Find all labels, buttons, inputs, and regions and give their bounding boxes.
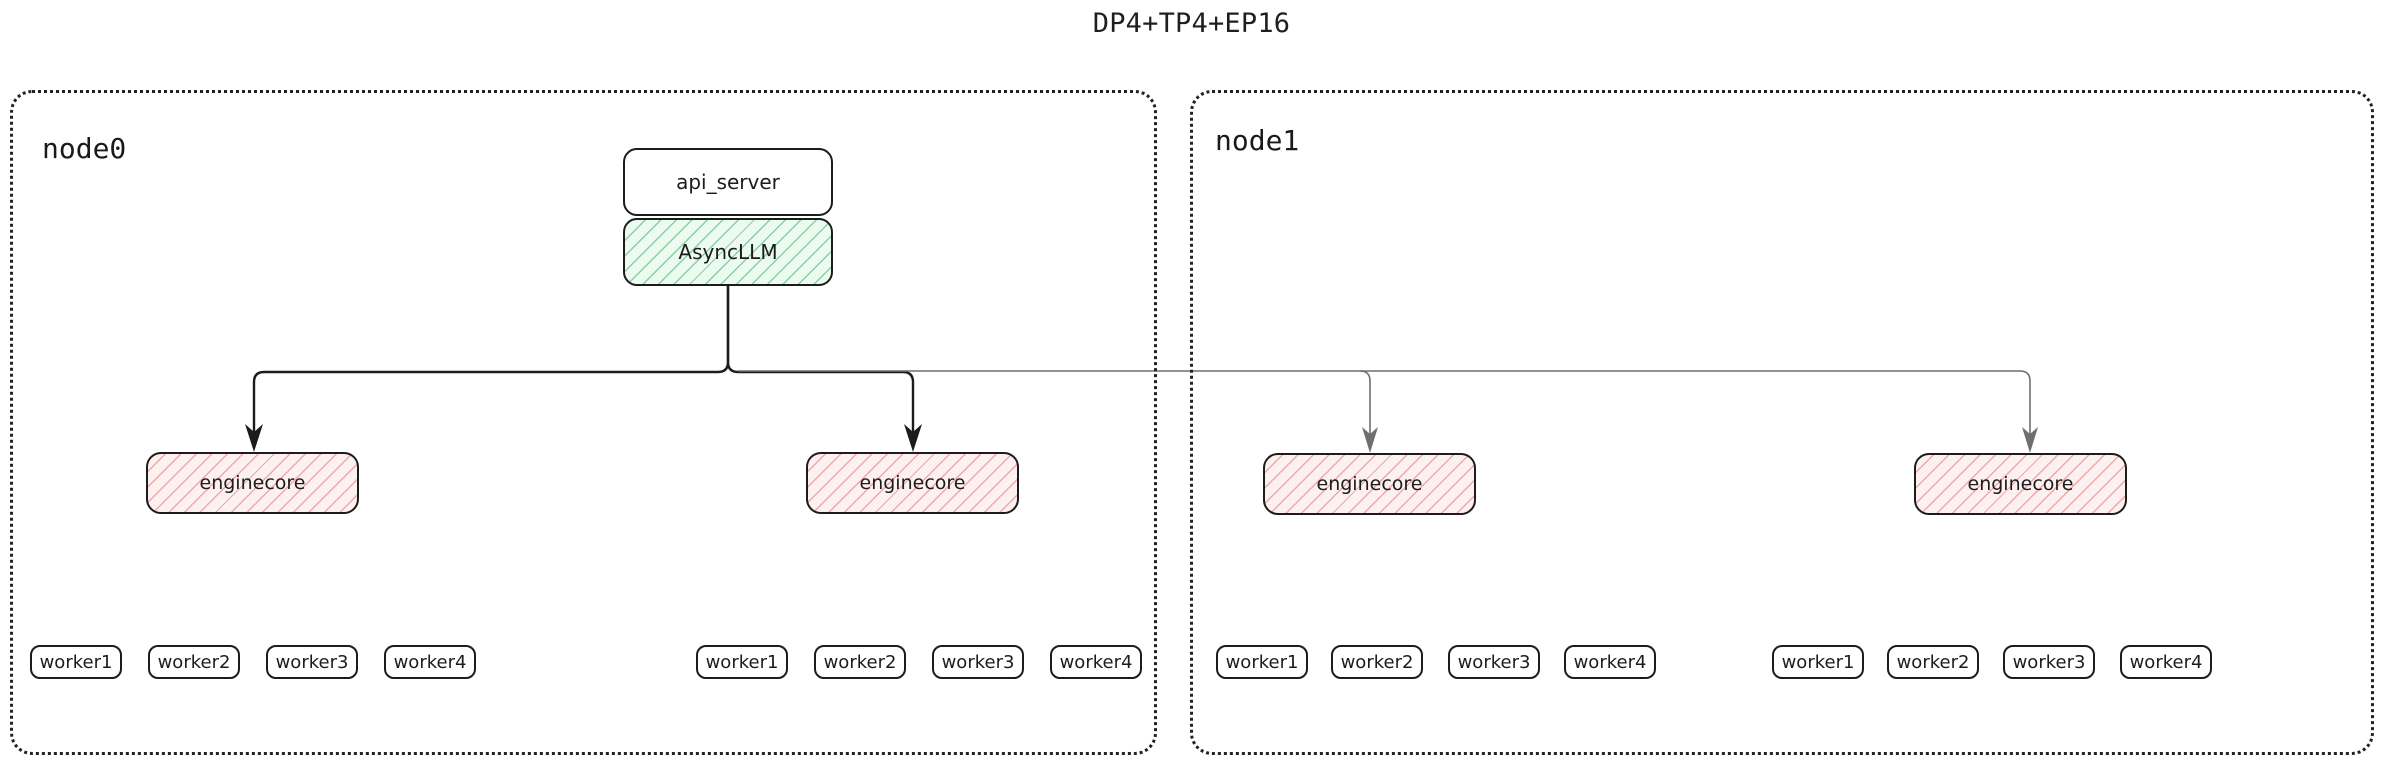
- worker-label: worker2: [1896, 651, 1970, 673]
- node-label-node1: node1: [1215, 124, 1300, 157]
- worker-box-node0-1-0[interactable]: worker1: [696, 645, 788, 679]
- worker-box-node0-0-0[interactable]: worker1: [30, 645, 122, 679]
- worker-label: worker4: [393, 651, 467, 673]
- worker-box-node1-0-1[interactable]: worker2: [1331, 645, 1423, 679]
- worker-label: worker1: [39, 651, 113, 673]
- worker-label: worker2: [823, 651, 897, 673]
- worker-label: worker3: [941, 651, 1015, 673]
- worker-label: worker3: [2012, 651, 2086, 673]
- worker-label: worker4: [1059, 651, 1133, 673]
- worker-box-node0-0-1[interactable]: worker2: [148, 645, 240, 679]
- enginecore-box-node1-1[interactable]: enginecore: [1914, 453, 2127, 515]
- worker-box-node1-1-2[interactable]: worker3: [2003, 645, 2095, 679]
- worker-label: worker3: [275, 651, 349, 673]
- enginecore-box-node0-0[interactable]: enginecore: [146, 452, 359, 514]
- asyncllm-box[interactable]: AsyncLLM: [623, 218, 833, 286]
- enginecore-label: enginecore: [1967, 473, 2074, 495]
- enginecore-label: enginecore: [859, 472, 966, 494]
- enginecore-label: enginecore: [1316, 473, 1423, 495]
- worker-label: worker1: [1225, 651, 1299, 673]
- worker-label: worker1: [705, 651, 779, 673]
- worker-box-node1-0-0[interactable]: worker1: [1216, 645, 1308, 679]
- worker-box-node0-1-1[interactable]: worker2: [814, 645, 906, 679]
- worker-box-node1-1-3[interactable]: worker4: [2120, 645, 2212, 679]
- enginecore-box-node1-0[interactable]: enginecore: [1263, 453, 1476, 515]
- enginecore-label: enginecore: [199, 472, 306, 494]
- node-container-node1: [1190, 90, 2374, 755]
- worker-box-node1-0-2[interactable]: worker3: [1448, 645, 1540, 679]
- worker-label: worker2: [1340, 651, 1414, 673]
- worker-label: worker2: [157, 651, 231, 673]
- worker-label: worker1: [1781, 651, 1855, 673]
- asyncllm-label: AsyncLLM: [678, 240, 778, 264]
- worker-label: worker3: [1457, 651, 1531, 673]
- worker-box-node0-0-3[interactable]: worker4: [384, 645, 476, 679]
- enginecore-box-node0-1[interactable]: enginecore: [806, 452, 1019, 514]
- page-title: DP4+TP4+EP16: [1092, 8, 1291, 39]
- api-server-box[interactable]: api_server: [623, 148, 833, 216]
- worker-box-node0-1-3[interactable]: worker4: [1050, 645, 1142, 679]
- worker-label: worker4: [2129, 651, 2203, 673]
- worker-box-node0-1-2[interactable]: worker3: [932, 645, 1024, 679]
- worker-box-node0-0-2[interactable]: worker3: [266, 645, 358, 679]
- api-server-label: api_server: [676, 170, 780, 194]
- worker-label: worker4: [1573, 651, 1647, 673]
- worker-box-node1-1-0[interactable]: worker1: [1772, 645, 1864, 679]
- worker-box-node1-0-3[interactable]: worker4: [1564, 645, 1656, 679]
- node-container-node0: [10, 90, 1157, 755]
- worker-box-node1-1-1[interactable]: worker2: [1887, 645, 1979, 679]
- node-label-node0: node0: [42, 132, 127, 165]
